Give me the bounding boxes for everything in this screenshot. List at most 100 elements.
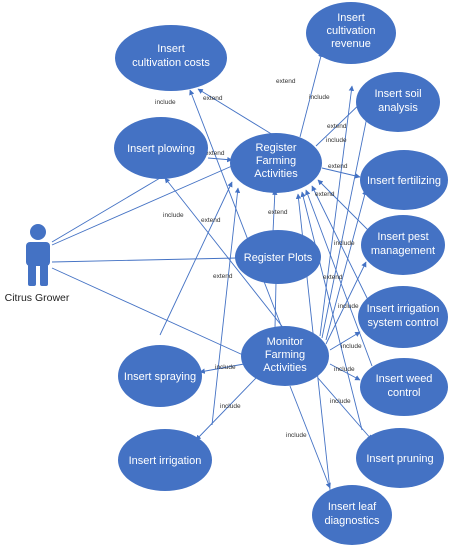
label-extend-pest: extend bbox=[315, 191, 335, 198]
use-case-insert-leaf-diagnostics[interactable]: Insert leaf diagnostics bbox=[312, 485, 392, 545]
uc-line: Insert pruning bbox=[366, 453, 433, 465]
label-include-weed: include bbox=[341, 343, 362, 350]
use-case-insert-irrigation-system-control[interactable]: Insert irrigation system control bbox=[358, 286, 448, 348]
uc-line: Insert leaf bbox=[328, 501, 377, 513]
uc-line: Activities bbox=[254, 168, 298, 180]
rel-plots-register bbox=[272, 189, 278, 233]
uc-line: Farming bbox=[265, 349, 305, 361]
rel-spraying-register bbox=[159, 181, 233, 336]
uc-line: Insert weed bbox=[376, 373, 433, 385]
use-case-insert-soil-analysis[interactable]: Insert soil analysis bbox=[356, 72, 440, 132]
uc-line: cultivation costs bbox=[132, 57, 210, 69]
rel-monitor-pest bbox=[325, 261, 367, 345]
uc-line: system control bbox=[368, 317, 439, 329]
use-case-insert-irrigation[interactable]: Insert irrigation bbox=[118, 429, 212, 491]
rel-irrigation-register bbox=[211, 187, 241, 426]
uc-line: Insert bbox=[337, 12, 365, 24]
rel-weed-register bbox=[305, 189, 373, 367]
rel-register-costs bbox=[197, 88, 279, 139]
label-include-plowing: include bbox=[163, 212, 184, 219]
use-case-insert-fertilizing[interactable]: Insert fertilizing bbox=[360, 150, 448, 210]
uc-line: analysis bbox=[378, 102, 418, 114]
uc-line: Insert irrigation bbox=[129, 455, 202, 467]
rel-register-revenue bbox=[299, 51, 324, 138]
use-case-insert-pruning[interactable]: Insert pruning bbox=[356, 428, 444, 488]
label-include-weed2: include bbox=[334, 366, 355, 373]
label-include-revenue: include bbox=[309, 94, 330, 101]
label-extend-irrigation: extend bbox=[213, 273, 233, 280]
uc-line: Activities bbox=[263, 362, 307, 374]
uc-line: Insert pest bbox=[377, 231, 428, 243]
label-extend-costs: extend bbox=[203, 95, 223, 102]
use-case-register-plots[interactable]: Register Plots bbox=[235, 230, 321, 284]
uc-line: diagnostics bbox=[324, 515, 380, 527]
rel-irrigsys-register bbox=[311, 185, 369, 301]
assoc-actor-register-farming bbox=[51, 165, 233, 246]
actor-citrus-grower[interactable]: Citrus Grower bbox=[5, 224, 70, 304]
rel-monitor-plowing bbox=[164, 177, 286, 331]
rel-monitor-fertilizing bbox=[325, 189, 368, 341]
label-extend-fertilizing: extend bbox=[328, 163, 348, 170]
rel-monitor-irrigation bbox=[195, 377, 257, 441]
uc-line: Farming bbox=[256, 155, 296, 167]
label-include-pest: include bbox=[334, 240, 355, 247]
uc-line: Insert plowing bbox=[127, 143, 195, 155]
use-case-insert-cultivation-revenue[interactable]: Insert cultivation revenue bbox=[306, 2, 396, 64]
actor-label: Citrus Grower bbox=[5, 292, 70, 304]
use-case-insert-weed-control[interactable]: Insert weed control bbox=[360, 358, 448, 416]
label-extend-irrigsys: extend bbox=[323, 274, 343, 281]
use-case-insert-plowing[interactable]: Insert plowing bbox=[114, 117, 208, 179]
uc-line: Insert fertilizing bbox=[367, 175, 441, 187]
rel-monitor-weed bbox=[329, 363, 361, 381]
uc-line: Monitor bbox=[267, 336, 304, 348]
label-extend-plots: extend bbox=[268, 209, 288, 216]
label-include-pruning: include bbox=[330, 398, 351, 405]
label-include-spraying: include bbox=[215, 364, 236, 371]
label-include-irrigsys: include bbox=[338, 303, 359, 310]
use-case-insert-cultivation-costs[interactable]: Insert cultivation costs bbox=[115, 25, 227, 91]
label-include-soil: include bbox=[326, 137, 347, 144]
uc-line: Register bbox=[256, 142, 297, 154]
rel-monitor-pruning bbox=[317, 377, 373, 441]
label-include-irrigation: include bbox=[220, 403, 241, 410]
rel-monitor-plots bbox=[274, 281, 277, 329]
label-include-costs: include bbox=[155, 99, 176, 106]
uc-line: Register Plots bbox=[244, 252, 313, 264]
uc-line: Insert soil bbox=[374, 88, 421, 100]
label-extend-soil: extend bbox=[327, 123, 347, 130]
use-case-monitor-farming-activities[interactable]: Monitor Farming Activities bbox=[241, 326, 329, 386]
assoc-actor-register-plots bbox=[51, 257, 238, 263]
use-cases: Insert cultivation costs Insert cultivat… bbox=[114, 2, 448, 545]
uc-line: cultivation bbox=[327, 25, 376, 37]
uc-line: Insert spraying bbox=[124, 371, 196, 383]
label-include-leaf: include bbox=[286, 432, 307, 439]
uc-line: Insert irrigation bbox=[367, 303, 440, 315]
rel-monitor-revenue bbox=[319, 85, 355, 337]
rel-register-soil bbox=[315, 99, 365, 147]
assoc-actor-plowing bbox=[51, 177, 161, 243]
rel-monitor-leaf bbox=[289, 385, 331, 489]
rel-monitor-irrigsys bbox=[329, 331, 361, 351]
rel-pest-register bbox=[317, 179, 371, 233]
label-extend-revenue: extend bbox=[276, 78, 296, 85]
rel-pruning-register bbox=[300, 191, 363, 431]
uc-line: revenue bbox=[331, 38, 371, 50]
uc-line: Insert bbox=[157, 43, 185, 55]
relation-labels: extend include extend include extend inc… bbox=[155, 78, 362, 439]
rel-monitor-spraying bbox=[199, 363, 245, 374]
uc-line: management bbox=[371, 245, 435, 257]
uc-line: control bbox=[387, 387, 420, 399]
label-extend-spraying: extend bbox=[201, 217, 221, 224]
rel-monitor-soil bbox=[321, 111, 370, 339]
use-case-register-farming-activities[interactable]: Register Farming Activities bbox=[230, 133, 322, 193]
use-case-insert-spraying[interactable]: Insert spraying bbox=[118, 345, 202, 407]
rel-plowing-register bbox=[207, 156, 233, 163]
assoc-actor-monitor bbox=[51, 267, 244, 356]
associations bbox=[51, 165, 244, 356]
stick-figure-icon bbox=[26, 224, 50, 286]
use-case-insert-pest-management[interactable]: Insert pest management bbox=[361, 215, 445, 275]
label-extend-plowing: extend bbox=[205, 150, 225, 157]
rel-monitor-costs bbox=[189, 89, 283, 329]
